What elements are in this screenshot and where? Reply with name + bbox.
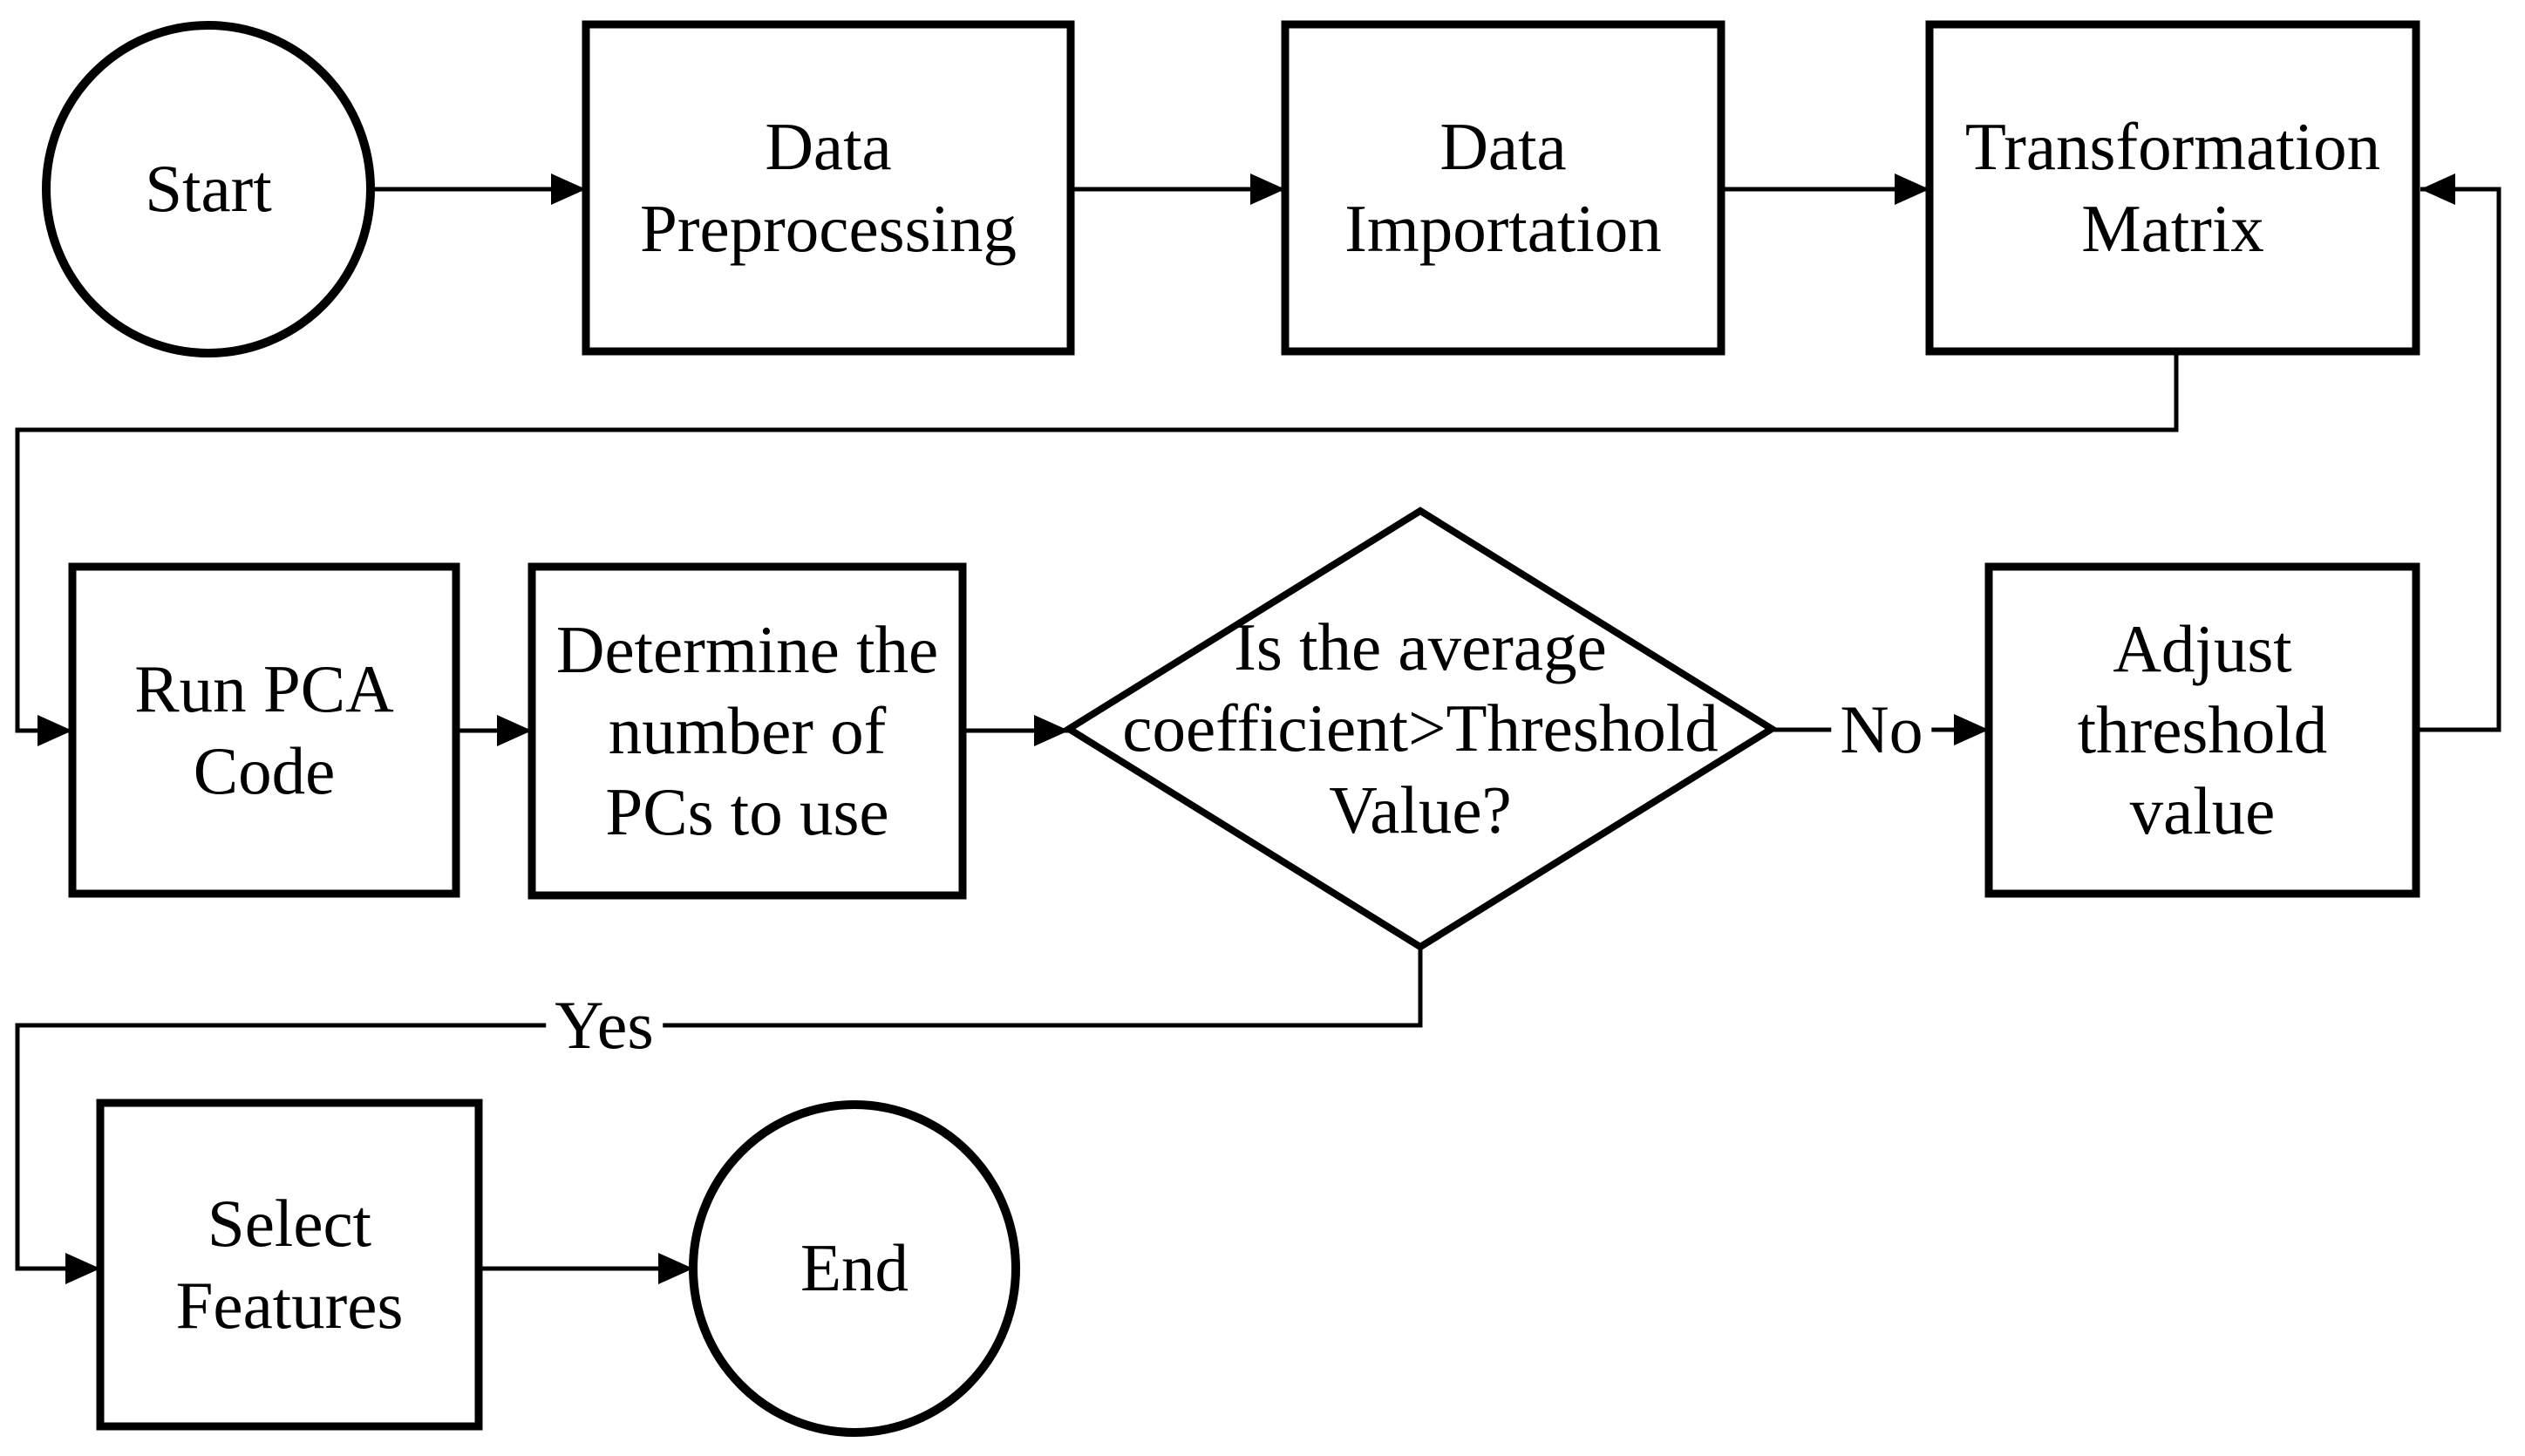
adjust-threshold-box <box>1984 562 2420 898</box>
edge-decision-yes-to-select-features <box>15 947 1423 1284</box>
data-preprocessing-box <box>582 20 1075 356</box>
edge-transformation-to-run-pca <box>15 352 2179 746</box>
transformation-matrix-box <box>1925 20 2420 356</box>
coefficient-decision-diamond <box>1062 507 1779 951</box>
start-terminator-shape <box>42 21 375 357</box>
edge-adjust-back-to-transformation <box>2416 173 2501 732</box>
no-edge-label: No <box>1831 692 1932 767</box>
yes-edge-label: Yes <box>546 988 663 1063</box>
end-terminator-shape <box>689 1100 1020 1437</box>
run-pca-code-box <box>68 562 460 898</box>
data-importation-box <box>1281 20 1725 356</box>
determine-pcs-box <box>527 562 967 900</box>
select-features-box <box>96 1099 483 1431</box>
